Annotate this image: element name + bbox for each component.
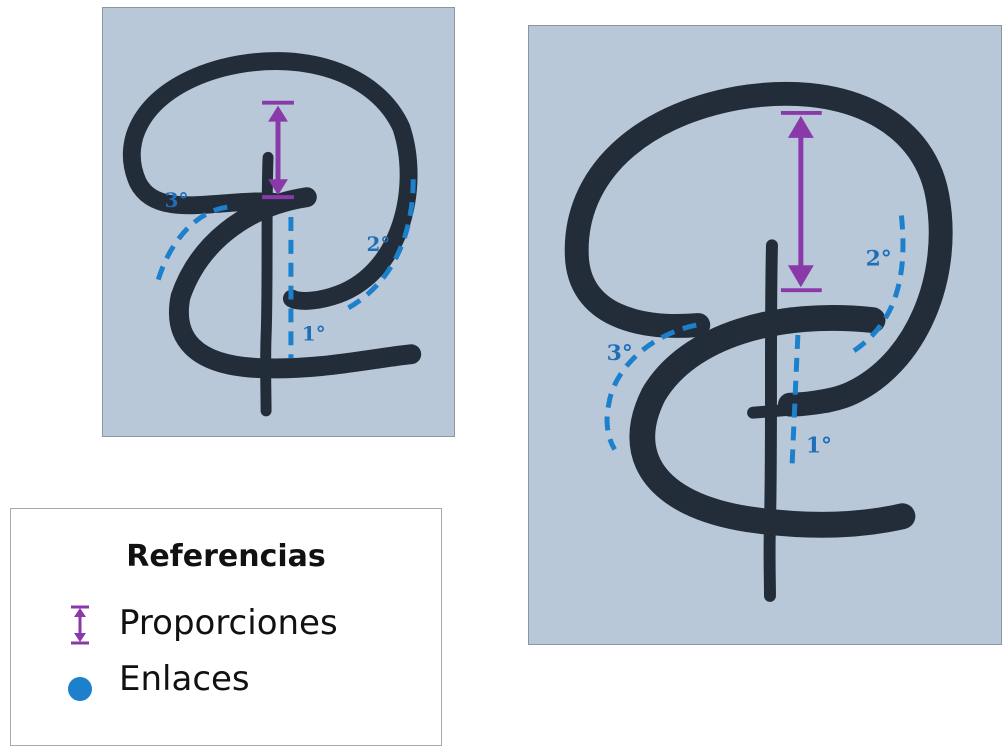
- link-label-2: 2°: [866, 245, 892, 271]
- proportion-marker: [262, 100, 294, 200]
- link-label-3: 3°: [607, 340, 633, 366]
- link-2: [340, 179, 416, 314]
- link-2: [846, 215, 906, 358]
- calligraphy-drawing-small: 1° 2° 3°: [122, 52, 422, 417]
- link-label-1: 1°: [806, 433, 832, 459]
- double-arrow-icon: [71, 605, 89, 645]
- link-label-3: 3°: [165, 188, 189, 212]
- brush-loop: [122, 52, 418, 310]
- link-3: [604, 322, 697, 451]
- photo-panel-small: 1° 2° 3°: [102, 7, 455, 437]
- brush-vertical: [763, 239, 778, 602]
- legend-label-links: Enlaces: [119, 659, 250, 699]
- calligraphy-drawing-large: 1° 2° 3°: [564, 81, 953, 602]
- dot-icon: [68, 677, 92, 701]
- brush-crossbar: [747, 400, 834, 419]
- link-3: [155, 204, 228, 283]
- photo-panel-large: 1° 2° 3°: [528, 25, 1002, 645]
- brush-lower-curve: [169, 187, 422, 379]
- legend-title: Referencias: [126, 539, 326, 574]
- brush-lower-curve: [629, 305, 916, 538]
- proportion-marker: [780, 110, 822, 293]
- link-label-1: 1°: [302, 321, 326, 345]
- link-label-2: 2°: [366, 232, 390, 256]
- legend-box: Referencias Proporciones Enlaces: [10, 508, 442, 746]
- legend-label-proportions: Proporciones: [119, 603, 338, 643]
- brush-loop: [564, 81, 953, 417]
